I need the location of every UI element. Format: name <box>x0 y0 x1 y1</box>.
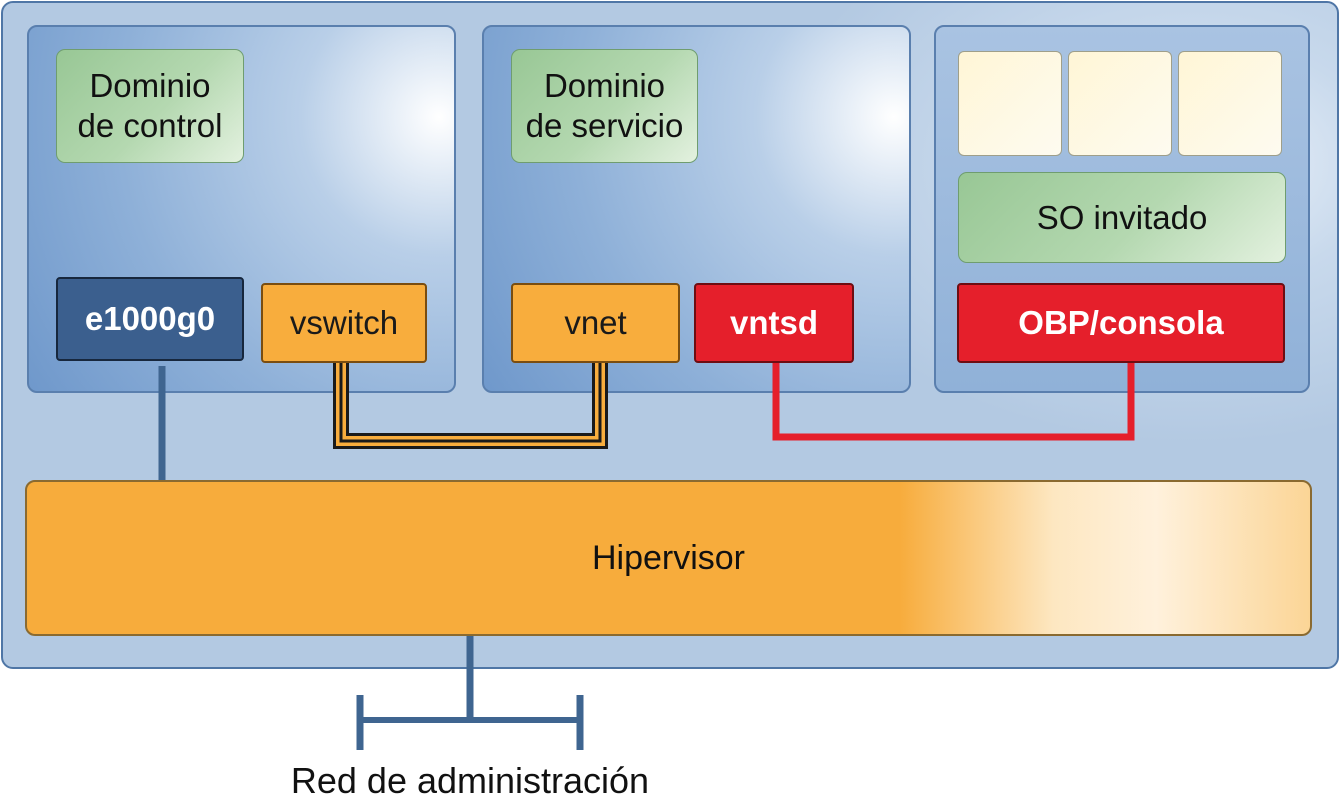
hypervisor-bar: Hipervisor <box>25 480 1312 636</box>
vnet-box: vnet <box>511 283 680 363</box>
hypervisor-label: Hipervisor <box>591 538 746 577</box>
guest-app-block-2 <box>1068 51 1172 156</box>
e1000g0-box: e1000g0 <box>56 277 244 361</box>
vswitch-vnet-link-inner <box>336 360 605 446</box>
vswitch-box: vswitch <box>261 283 427 363</box>
guest-os-label: SO invitado <box>958 172 1286 263</box>
console-link <box>772 362 1135 441</box>
vntsd-box: vntsd <box>694 283 854 363</box>
guest-app-block-3 <box>1178 51 1282 156</box>
vswitch-vnet-link-core <box>339 360 602 443</box>
obp-console-box: OBP/consola <box>957 283 1285 363</box>
network-caption: Red de administración <box>290 760 650 801</box>
vswitch-vnet-link-outer <box>333 360 608 449</box>
guest-app-block-1 <box>958 51 1062 156</box>
control-domain-label: Dominio de control <box>56 49 244 163</box>
service-domain-label: Dominio de servicio <box>511 49 698 163</box>
